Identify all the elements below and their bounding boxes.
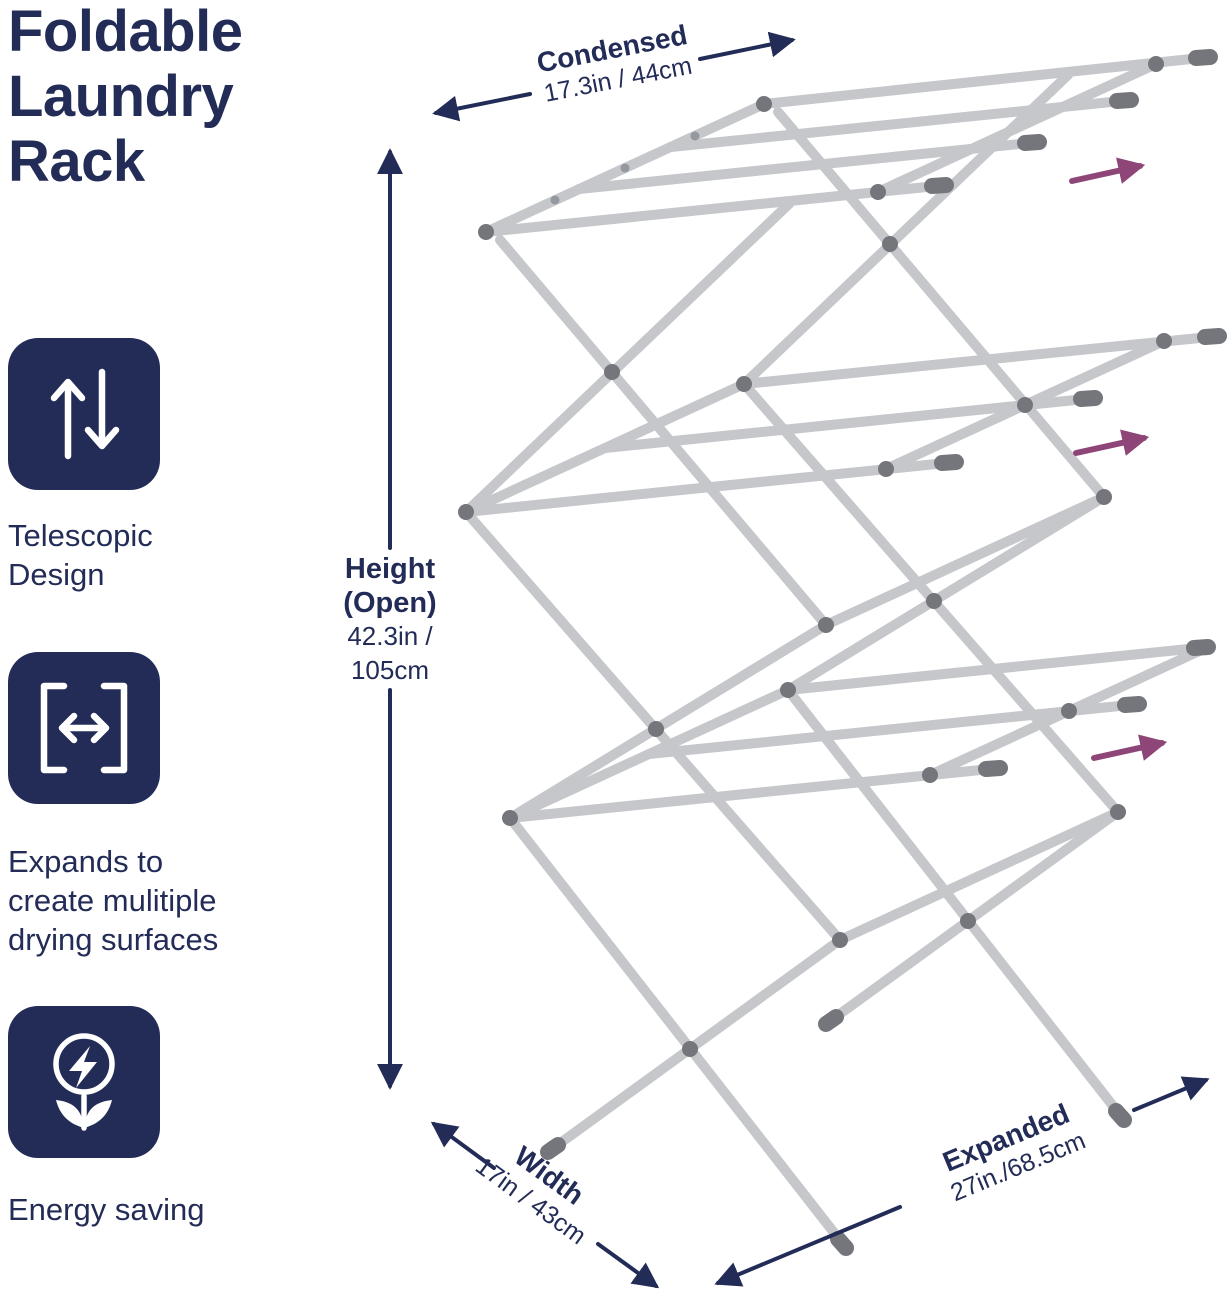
telescopic-arrows-icon: [8, 338, 160, 490]
feature-label-line: drying surfaces: [8, 922, 219, 958]
height-dimension-label: Height (Open) 42.3in / 105cm: [316, 552, 464, 688]
feature-label-line: Expands to: [8, 844, 164, 879]
extension-arrow-middle: [1073, 429, 1150, 456]
height-label-line: Height: [344, 553, 436, 585]
width-dimension-arrow: [430, 1121, 660, 1289]
condensed-dimension-arrow: [432, 31, 796, 122]
feature-label-expands: Expands to create mulitiple drying surfa…: [8, 842, 218, 959]
telescopic-extension-arrows: [1069, 157, 1168, 761]
rack-end-caps: [540, 49, 1227, 1256]
feature-label-line: Energy saving: [8, 1192, 205, 1227]
rack-joints: [458, 56, 1172, 1057]
title-line-3: Rack: [8, 128, 145, 194]
feature-label-energy: Energy saving: [8, 1190, 204, 1229]
expand-brackets-icon: [8, 652, 160, 804]
energy-saving-bulb-icon: [8, 1006, 160, 1158]
extension-arrow-top: [1069, 157, 1146, 184]
height-value-line: 42.3in /: [347, 621, 433, 652]
page-title: Foldable Laundry Rack: [8, 0, 243, 195]
frame-screws: [550, 131, 700, 205]
feature-label-line: Telescopic: [8, 518, 153, 553]
title-line-2: Laundry: [8, 63, 234, 129]
feature-label-line: create mulitiple: [8, 883, 217, 919]
feature-label-line: Design: [8, 557, 105, 593]
title-line-1: Foldable: [8, 0, 243, 64]
extension-arrow-bottom: [1091, 734, 1168, 761]
rack-frame: [461, 52, 1224, 1253]
dimension-arrows: [377, 31, 1210, 1289]
expanded-dimension-arrow: [714, 1076, 1210, 1287]
feature-label-telescopic: Telescopic Design: [8, 516, 153, 594]
height-label-line: (Open): [343, 587, 437, 620]
height-value-line: 105cm: [350, 655, 430, 686]
